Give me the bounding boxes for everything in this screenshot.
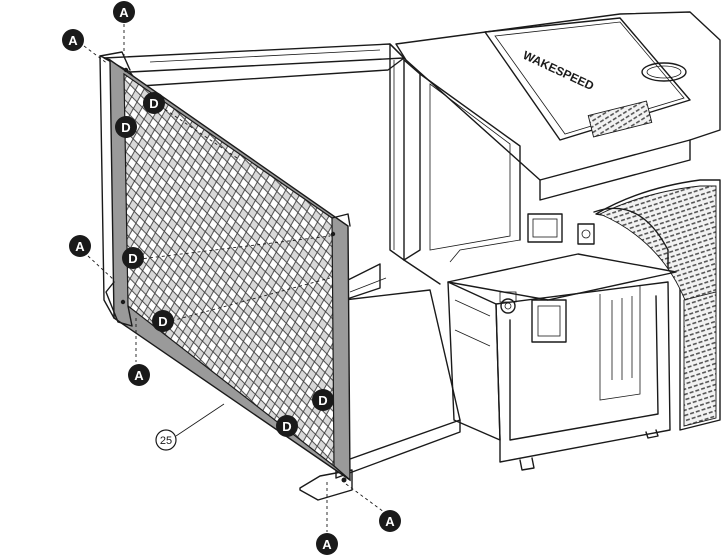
callout-a-1-label: A xyxy=(119,5,129,20)
callout-a-5: A xyxy=(379,510,401,532)
callout-d-3-label: D xyxy=(128,251,137,266)
control-box xyxy=(447,223,677,471)
callout-a-6-label: A xyxy=(322,537,332,552)
generator-top-housing: WAKESPEED xyxy=(395,11,721,201)
callout-a-1: A xyxy=(113,1,135,23)
callout-d-1: D xyxy=(143,92,165,114)
callout-d-5-label: D xyxy=(318,393,327,408)
brand-label: WAKESPEED xyxy=(521,48,597,93)
leader-lines xyxy=(83,24,385,532)
callout-d-5: D xyxy=(312,389,334,411)
callout-d-3: D xyxy=(122,247,144,269)
callout-d-6: D xyxy=(276,415,298,437)
callout-a-5-label: A xyxy=(385,514,395,529)
callout-d-2: D xyxy=(115,116,137,138)
callout-a-2: A xyxy=(62,29,84,51)
callout-d-1-label: D xyxy=(149,96,158,111)
filter-panel xyxy=(99,51,351,482)
callout-a-2-label: A xyxy=(68,33,78,48)
callout-d-6-label: D xyxy=(282,419,291,434)
callout-a-3: A xyxy=(69,235,91,257)
bottom-rail xyxy=(299,263,461,501)
callout-a-4: A xyxy=(128,364,150,386)
inner-frame xyxy=(403,59,563,285)
callout-a-3-label: A xyxy=(75,239,85,254)
callout-d-4-label: D xyxy=(158,314,167,329)
callout-d-4: D xyxy=(152,310,174,332)
alternator-cylinder xyxy=(593,179,721,431)
part-number-label: 25 xyxy=(160,435,172,447)
callout-d-2-label: D xyxy=(121,120,130,135)
part-number-callout: 25 xyxy=(155,429,177,451)
callout-a-4-label: A xyxy=(134,368,144,383)
callout-a-6: A xyxy=(316,533,338,555)
